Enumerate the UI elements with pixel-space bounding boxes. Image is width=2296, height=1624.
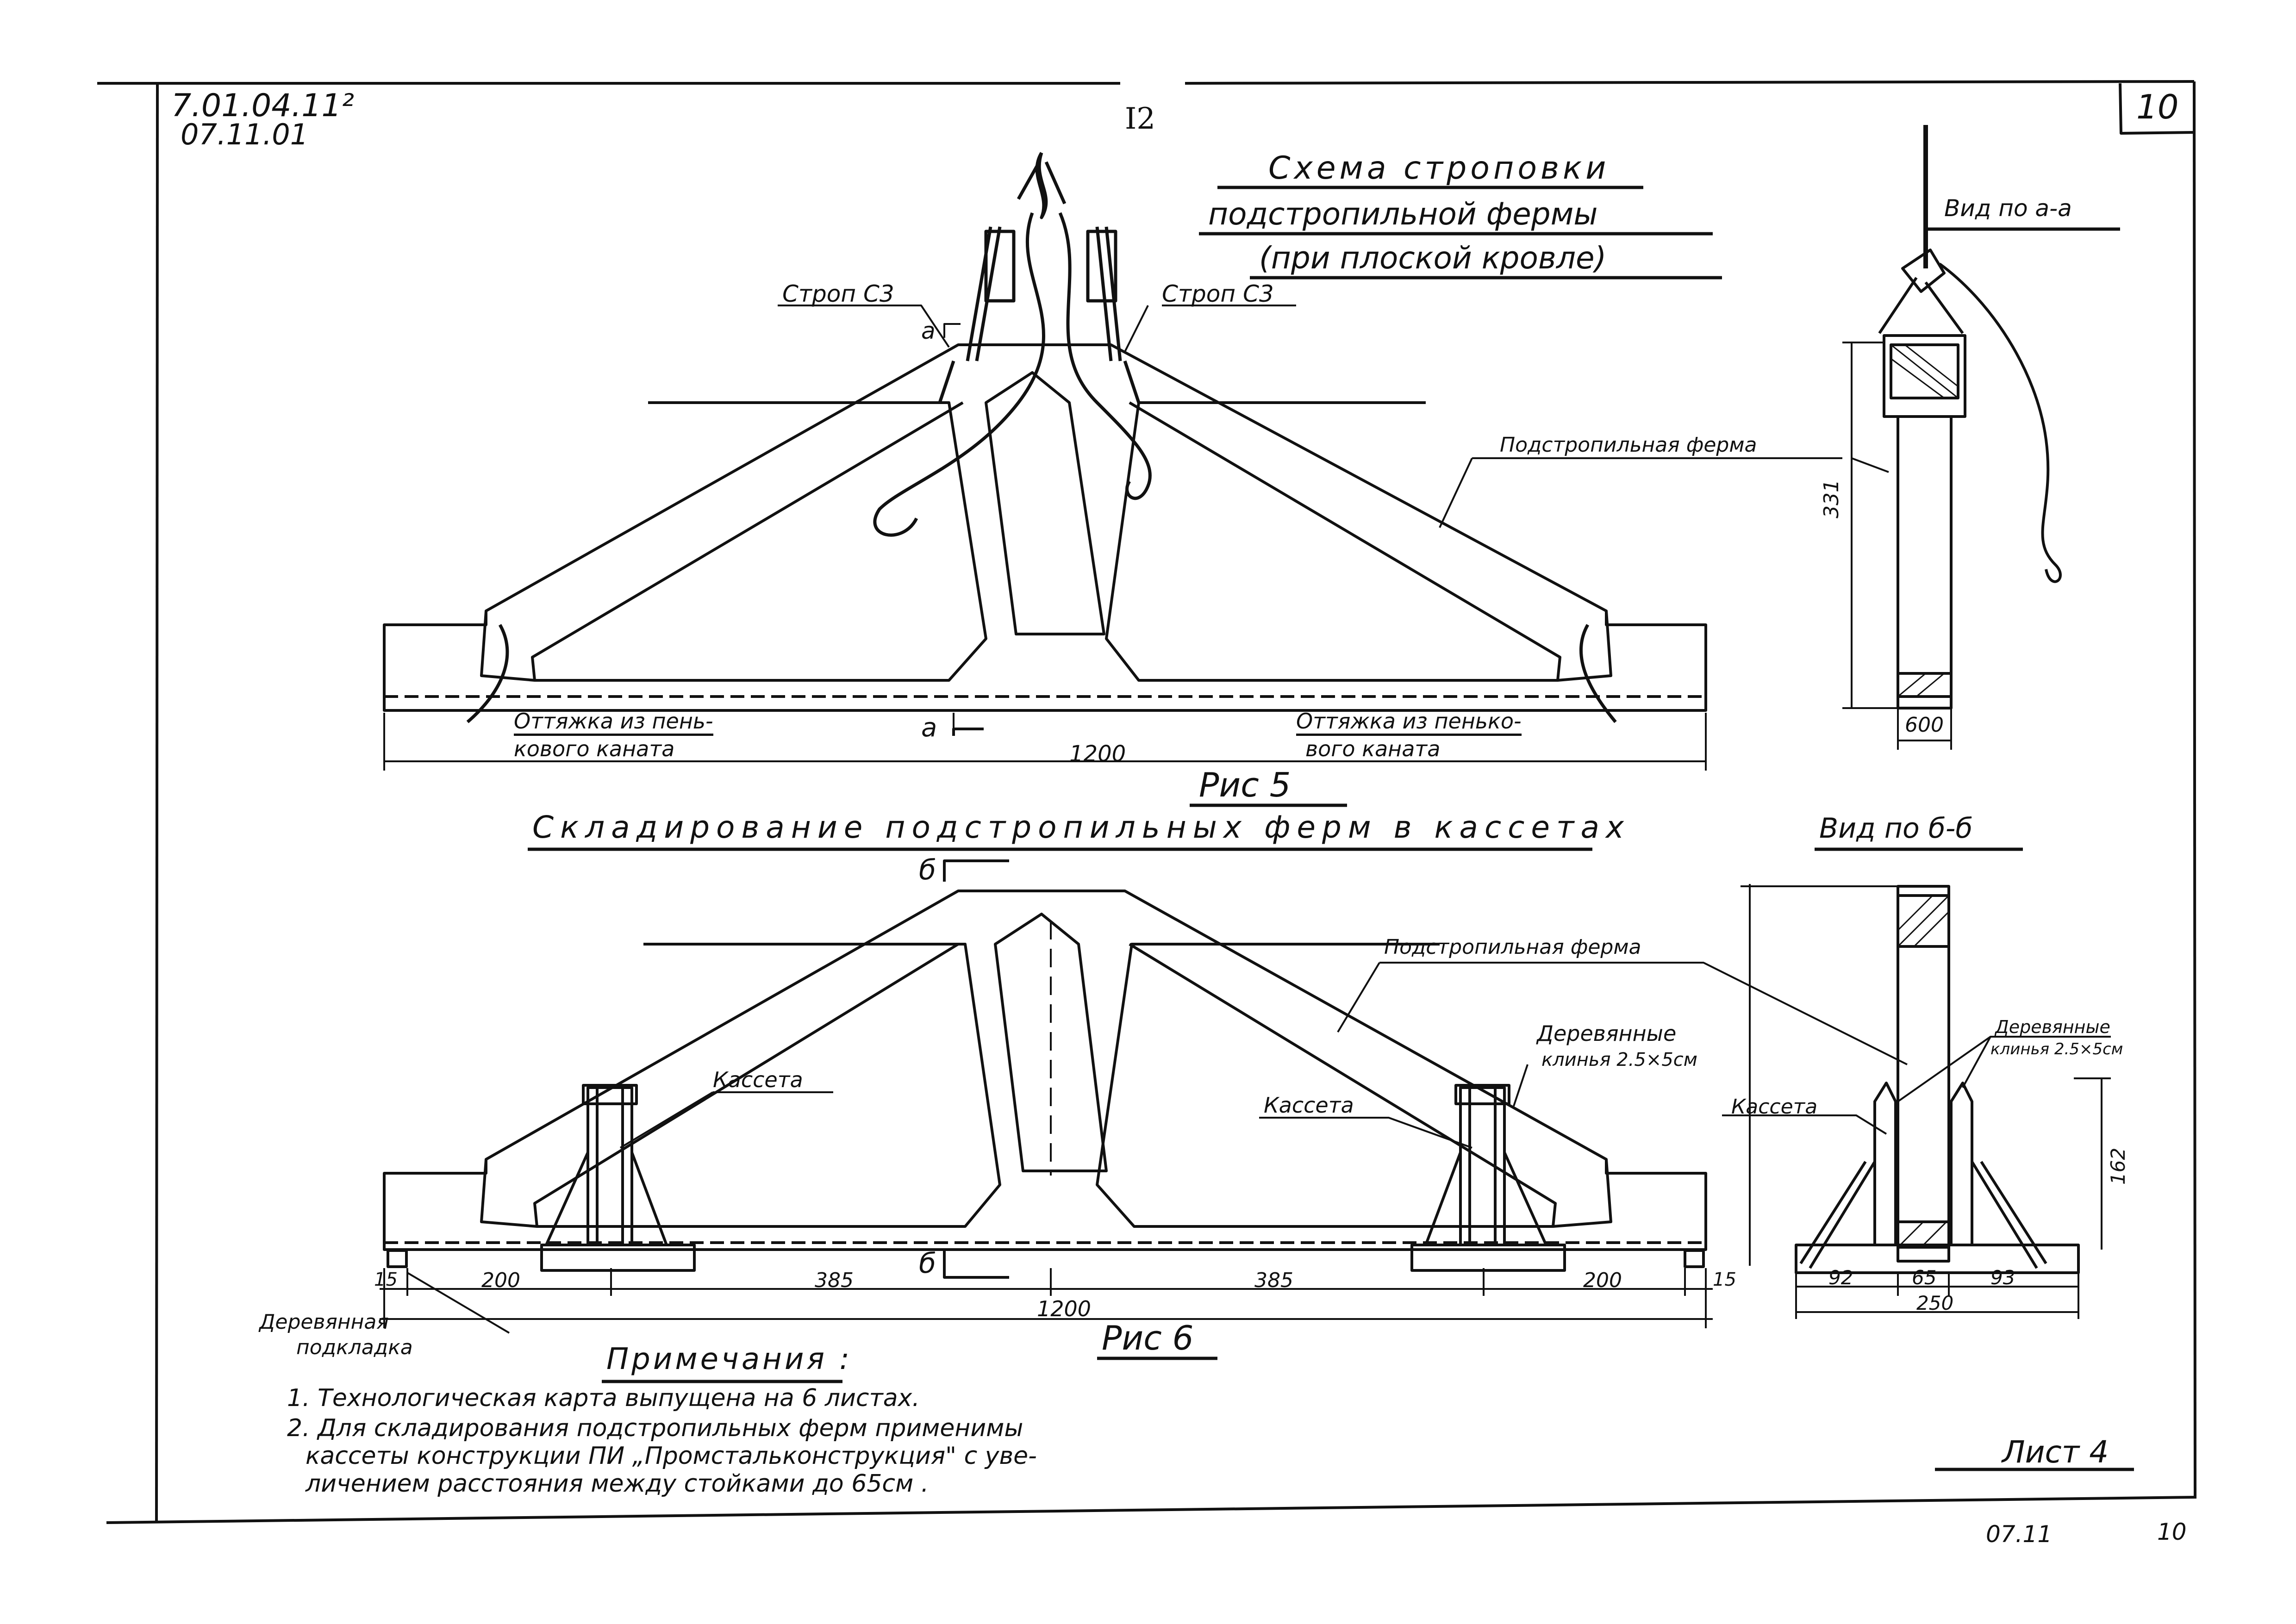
fig5-dim-span: 1200 xyxy=(1069,741,1126,767)
fig5-section-mark-top: а xyxy=(921,317,936,344)
notes-line-2: 2. Для складирования подстропильных ферм… xyxy=(287,1414,1023,1442)
fig6-side-dim-93: 93 xyxy=(1990,1266,2015,1289)
fig5-truss-label: Подстропильная ферма xyxy=(1500,433,1757,457)
notes-line-4: личением расстояния между стойками до 65… xyxy=(306,1470,929,1498)
fig5-caption: Рис 5 xyxy=(1199,765,1291,804)
fig5-leaders xyxy=(778,305,1889,528)
fig5-side-dim-width: 600 xyxy=(1905,713,1944,737)
fig6-side-wedges-line2: клинья 2.5×5см xyxy=(1990,1040,2123,1058)
notes-line-1: 1. Технологическая карта выпущена на 6 л… xyxy=(287,1384,920,1412)
fig5-section-mark-bottom: а xyxy=(921,713,937,743)
fig6-section-mark-bottom: б xyxy=(919,1247,936,1280)
fig6-cassette-left-label: Кассета xyxy=(713,1067,803,1092)
page-number: I2 xyxy=(1125,102,1155,136)
sheet-box-number: 10 xyxy=(2136,87,2179,126)
sheet-label: Лист 4 xyxy=(2002,1434,2109,1470)
title-underlines xyxy=(528,186,2134,1471)
notes-heading: Примечания : xyxy=(606,1342,852,1376)
fig6-cassettes xyxy=(387,1084,1705,1272)
doc-code: 7.01.04.11² xyxy=(171,87,354,124)
fig5-title-line1: Схема строповки xyxy=(1268,150,1610,187)
fig6-dim-span: 1200 xyxy=(1037,1296,1092,1321)
fig6-dim-15-left: 15 xyxy=(374,1269,398,1290)
fig5-side-dim-height: 331 xyxy=(1820,479,1843,518)
fig6-dim-15-right: 15 xyxy=(1713,1269,1736,1290)
fig6-side-view-title: Вид по б-б xyxy=(1819,812,1973,845)
fig6-side-view xyxy=(1722,884,2111,1319)
fig5-truss xyxy=(383,343,1707,712)
fig6-truss-label: Подстропильная ферма xyxy=(1384,935,1641,959)
fig6-section-mark-top: б xyxy=(919,854,936,886)
fig6-dim-200-left: 200 xyxy=(481,1269,520,1292)
fig6-dim-385-left: 385 xyxy=(815,1269,854,1292)
fig6-cassette-right-label: Кассета xyxy=(1264,1093,1354,1118)
fig5-guy-left-line2: кового каната xyxy=(514,736,675,761)
fig6-side-wedges-line1: Деревянные xyxy=(1995,1017,2110,1037)
fig6-side-dim-92: 92 xyxy=(1828,1266,1853,1289)
fig6-pad-label-line2: подкладка xyxy=(296,1336,413,1359)
fig5-sling-right-label: Строп С3 xyxy=(1162,280,1274,307)
fig6-side-dim-250: 250 xyxy=(1916,1292,1954,1314)
fig5-guy-right-line1: Оттяжка из пенько- xyxy=(1296,710,1522,736)
fig6-truss xyxy=(383,890,1707,1251)
fig5-guy-left-line1: Оттяжка из пень- xyxy=(514,710,713,736)
sheet-frame xyxy=(97,80,2197,1524)
doc-date: 07.11.01 xyxy=(181,118,309,151)
fig5-sling-left-label: Строп С3 xyxy=(782,280,894,307)
fig6-dimensions xyxy=(380,859,1713,1334)
fig5-side-view xyxy=(1842,125,2062,750)
bottom-number: 10 xyxy=(2157,1518,2187,1545)
fig5-title-line3: (при плоской кровле) xyxy=(1259,240,1607,276)
fig5-dimensions xyxy=(383,323,1707,771)
fig5-guy-right-line2: вого каната xyxy=(1305,736,1441,761)
fig5-slings xyxy=(466,152,1617,723)
fig6-dim-385-right: 385 xyxy=(1254,1269,1293,1292)
fig6-pad-label-line1: Деревянная xyxy=(259,1310,389,1334)
fig6-title: Складирование подстропильных ферм в касс… xyxy=(532,809,1630,845)
fig6-wedges-label-line1: Деревянные xyxy=(1537,1021,1677,1046)
fig6-side-dim-height: 162 xyxy=(2107,1147,2129,1185)
fig5-side-view-title: Вид по а-а xyxy=(1944,195,2072,222)
notes-line-3: кассеты конструкции ПИ „Промстальконстру… xyxy=(306,1442,1037,1470)
fig5-title-line2: подстропильной фермы xyxy=(1208,196,1598,232)
fig6-side-dim-65: 65 xyxy=(1912,1266,1937,1289)
fig6-side-cassette-label: Кассета xyxy=(1731,1095,1818,1119)
bottom-code: 07.11 xyxy=(1986,1521,2053,1548)
fig6-wedges-label-line2: клинья 2.5×5см xyxy=(1541,1049,1697,1070)
fig6-caption: Рис 6 xyxy=(1102,1319,1194,1357)
fig6-dim-200-right: 200 xyxy=(1583,1269,1622,1292)
fig6-leaders xyxy=(619,962,1908,1149)
